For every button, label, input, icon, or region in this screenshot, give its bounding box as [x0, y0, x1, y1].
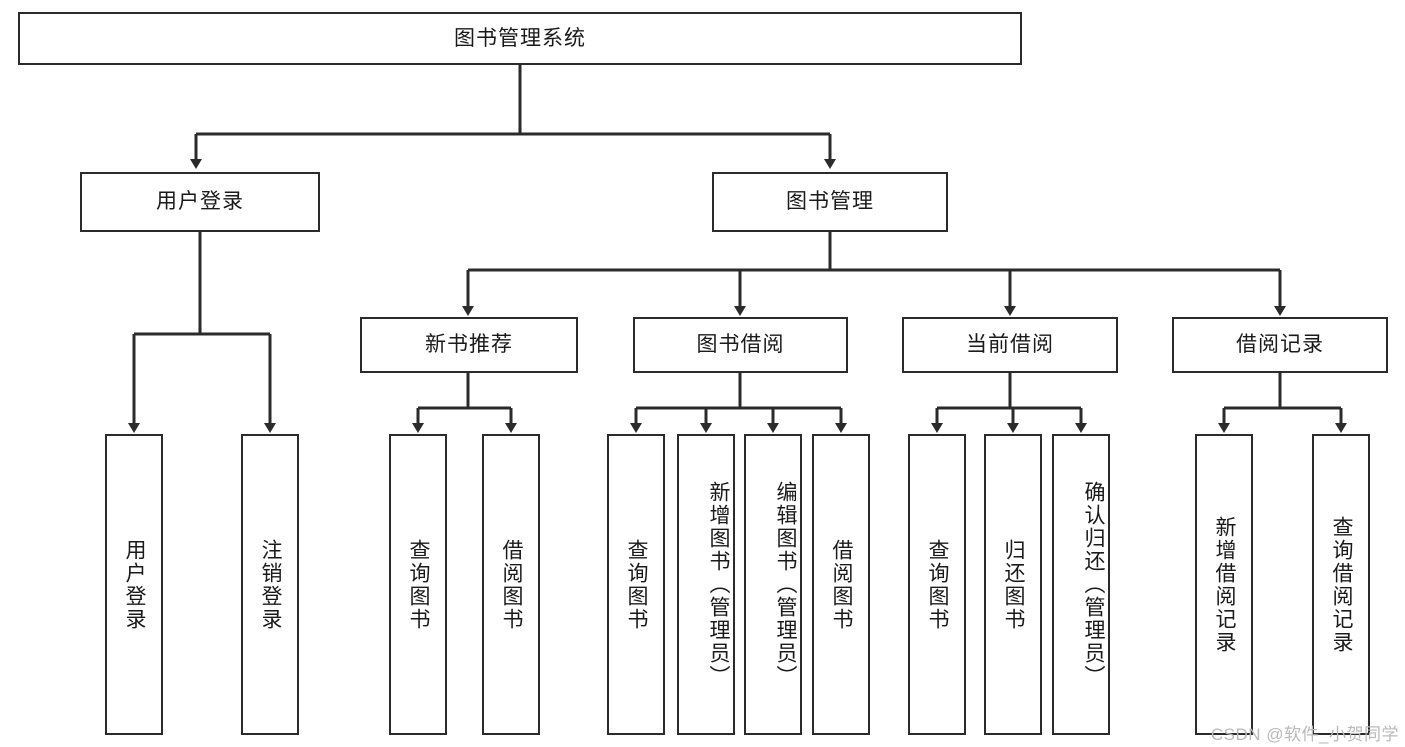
node-root-book-management-system[interactable]: 图书管理系统 [18, 12, 1022, 65]
node-label: 图书管理 [786, 190, 874, 214]
node-user-login[interactable]: 用户登录 [80, 172, 320, 232]
leaf-new-book-borrow-book[interactable]: 借阅图书 [482, 434, 540, 735]
leaf-current-borrow-query-book[interactable]: 查询图书 [908, 434, 966, 735]
node-label: 确认归还（管理员） [1082, 481, 1105, 688]
node-label: 归还图书 [1002, 538, 1025, 631]
node-label: 编辑图书（管理员） [774, 481, 797, 688]
node-book-borrow[interactable]: 图书借阅 [633, 317, 848, 373]
node-label: 借阅图书 [500, 538, 523, 631]
leaf-book-borrow-borrow-book[interactable]: 借阅图书 [812, 434, 870, 735]
node-label: 当前借阅 [966, 333, 1054, 357]
node-book-management[interactable]: 图书管理 [712, 172, 948, 232]
node-label: 图书管理系统 [454, 26, 586, 50]
node-label: 用户登录 [156, 190, 244, 214]
leaf-user-login-login[interactable]: 用户登录 [105, 434, 163, 735]
node-new-book-recommend[interactable]: 新书推荐 [360, 317, 578, 373]
node-label: 图书借阅 [696, 333, 785, 357]
node-label: 新增图书（管理员） [707, 481, 730, 688]
watermark: CSDN @软件_小贺同学 [1210, 725, 1399, 744]
node-current-borrow[interactable]: 当前借阅 [902, 317, 1118, 373]
leaf-user-login-logout[interactable]: 注销登录 [241, 434, 299, 735]
leaf-borrow-record-add-record[interactable]: 新增借阅记录 [1195, 434, 1253, 735]
node-label: 新增借阅记录 [1213, 515, 1236, 654]
leaf-borrow-record-query-record[interactable]: 查询借阅记录 [1312, 434, 1370, 735]
leaf-book-borrow-add-book-admin[interactable]: 新增图书（管理员） [677, 434, 735, 735]
leaf-current-borrow-confirm-return-admin[interactable]: 确认归还（管理员） [1052, 434, 1110, 735]
node-label: 借阅图书 [830, 538, 853, 631]
node-borrow-record[interactable]: 借阅记录 [1172, 317, 1388, 373]
leaf-book-borrow-query-book[interactable]: 查询图书 [607, 434, 665, 735]
node-label: 查询图书 [926, 538, 949, 631]
node-label: 用户登录 [123, 538, 146, 631]
node-label: 查询图书 [407, 538, 430, 631]
leaf-current-borrow-return-book[interactable]: 归还图书 [984, 434, 1042, 735]
node-label: 借阅记录 [1236, 333, 1324, 357]
node-label: 新书推荐 [425, 333, 513, 357]
node-label: 查询借阅记录 [1330, 515, 1353, 654]
node-label: 注销登录 [259, 538, 282, 631]
leaf-book-borrow-edit-book-admin[interactable]: 编辑图书（管理员） [744, 434, 802, 735]
node-label: 查询图书 [625, 538, 648, 631]
leaf-new-book-query-book[interactable]: 查询图书 [389, 434, 447, 735]
